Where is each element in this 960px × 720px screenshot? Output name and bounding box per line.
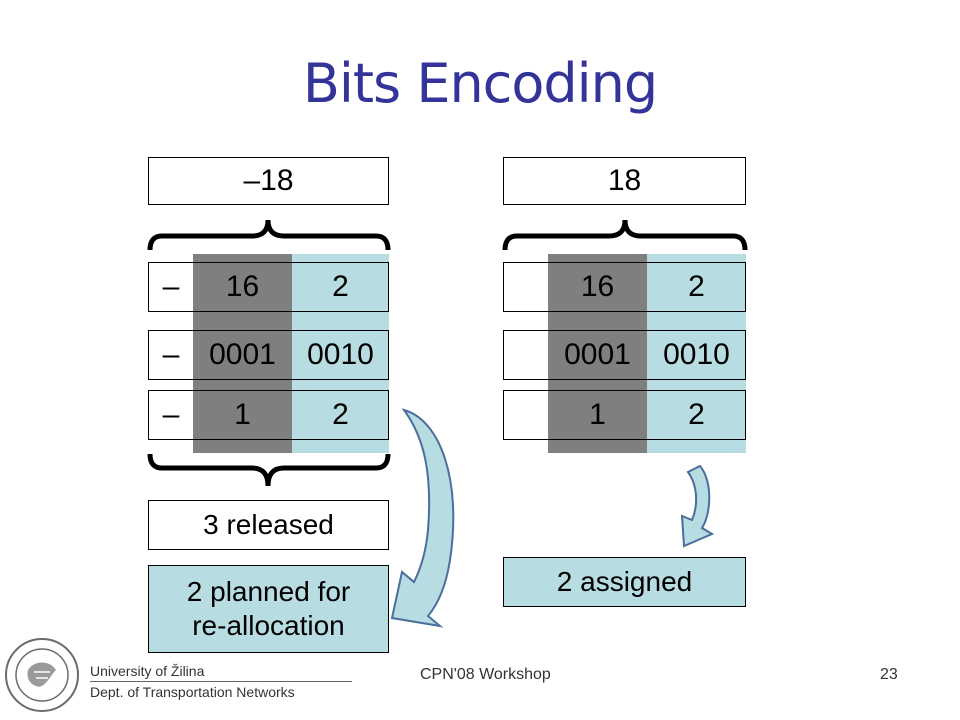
right-value: 18 [607, 164, 642, 197]
released-box: 3 released [148, 500, 389, 550]
right-sign-cell [503, 390, 548, 440]
assigned-box: 2 assigned [503, 557, 746, 607]
assigned-label: 2 assigned [556, 566, 693, 597]
right-low-cell: 2 [688, 398, 705, 431]
planned-box: 2 planned for re-allocation [148, 565, 389, 653]
left-low-cell: 2 [332, 270, 349, 303]
left-high-cell: 0001 [209, 338, 276, 371]
left-low-cell: 2 [332, 398, 349, 431]
left-bottom-brace [147, 453, 391, 487]
left-value-box: –18 [148, 157, 389, 205]
left-high-cell: 16 [225, 270, 260, 303]
page-number: 23 [880, 666, 898, 683]
right-top-brace [502, 219, 748, 251]
footer-event: CPN'08 Workshop [420, 666, 551, 683]
left-dark-strip [193, 254, 292, 453]
footer-divider [90, 681, 352, 682]
planned-label-line2: re-allocation [192, 610, 345, 641]
left-high-cell: 1 [234, 398, 251, 431]
footer-department: Dept. of Transportation Networks [90, 684, 295, 700]
right-high-cell: 1 [589, 398, 606, 431]
right-value-box: 18 [503, 157, 746, 205]
released-label: 3 released [203, 509, 334, 540]
footer-university: University of Žilina [90, 663, 205, 679]
planned-label-line1: 2 planned for [186, 576, 351, 607]
left-light-strip [292, 254, 389, 453]
right-light-strip [647, 254, 746, 453]
right-high-cell: 0001 [564, 338, 631, 371]
left-curved-arrow [390, 408, 455, 628]
right-sign-cell [503, 262, 548, 312]
university-seal-icon [5, 638, 79, 712]
right-low-cell: 0010 [663, 338, 730, 371]
right-low-cell: 2 [688, 270, 705, 303]
right-curved-arrow [680, 464, 715, 548]
right-dark-strip [548, 254, 647, 453]
left-value: –18 [243, 164, 294, 197]
left-sign-cell: – [148, 330, 193, 380]
slide-title: Bits Encoding [302, 52, 658, 115]
left-top-brace [147, 219, 391, 251]
right-high-cell: 16 [580, 270, 615, 303]
left-low-cell: 0010 [307, 338, 374, 371]
